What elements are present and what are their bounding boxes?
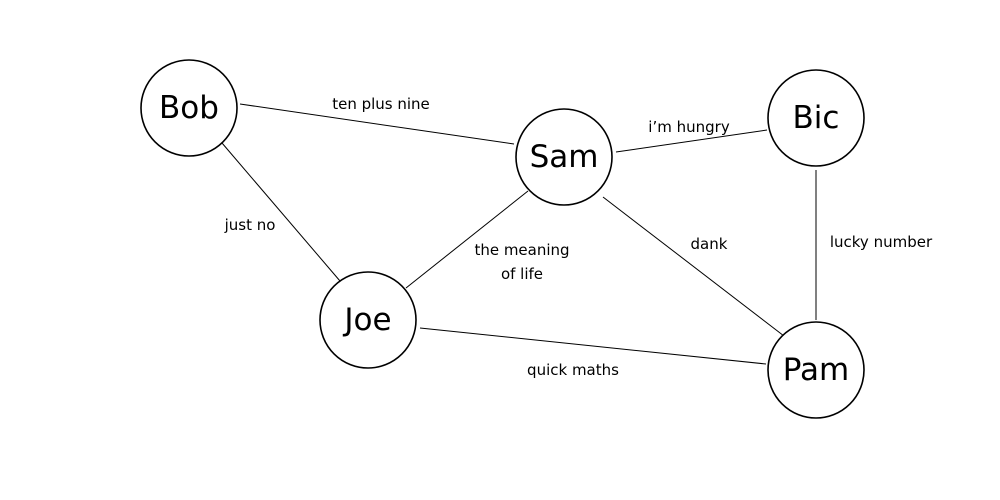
node-bob: Bob	[140, 59, 238, 157]
edge-label-joe-pam: quick maths	[527, 361, 619, 379]
edge-label-bic-pam: lucky number	[830, 233, 933, 251]
node-label-bic: Bic	[793, 100, 840, 136]
node-bic: Bic	[767, 69, 865, 167]
edge-bob-joe	[221, 142, 341, 282]
edge-sam-pam	[602, 196, 785, 337]
node-joe: Joe	[319, 271, 417, 369]
edge-sam-bic	[615, 129, 768, 153]
edge-joe-pam	[419, 327, 767, 365]
edge-bob-sam	[239, 103, 515, 145]
node-circle-joe	[319, 271, 417, 369]
node-label-bob: Bob	[159, 90, 219, 126]
node-circle-bic	[767, 69, 865, 167]
edge-label-bob-joe: just no	[224, 216, 276, 234]
edge-label-sam-pam: dank	[691, 235, 728, 253]
node-label-pam: Pam	[783, 352, 850, 388]
node-pam: Pam	[767, 321, 865, 419]
node-sam: Sam	[515, 108, 613, 206]
edge-label-bob-sam: ten plus nine	[332, 95, 430, 113]
node-label-sam: Sam	[530, 139, 599, 175]
node-circle-sam	[515, 108, 613, 206]
edges-layer	[221, 103, 817, 365]
node-circle-bob	[140, 59, 238, 157]
node-label-joe: Joe	[342, 302, 391, 338]
edge-labels-layer: ten plus nine just no i’m hungry the meanin…	[224, 95, 933, 379]
edge-sam-joe	[405, 190, 529, 289]
edge-label-sam-bic: i’m hungry	[648, 118, 730, 136]
node-circle-pam	[767, 321, 865, 419]
